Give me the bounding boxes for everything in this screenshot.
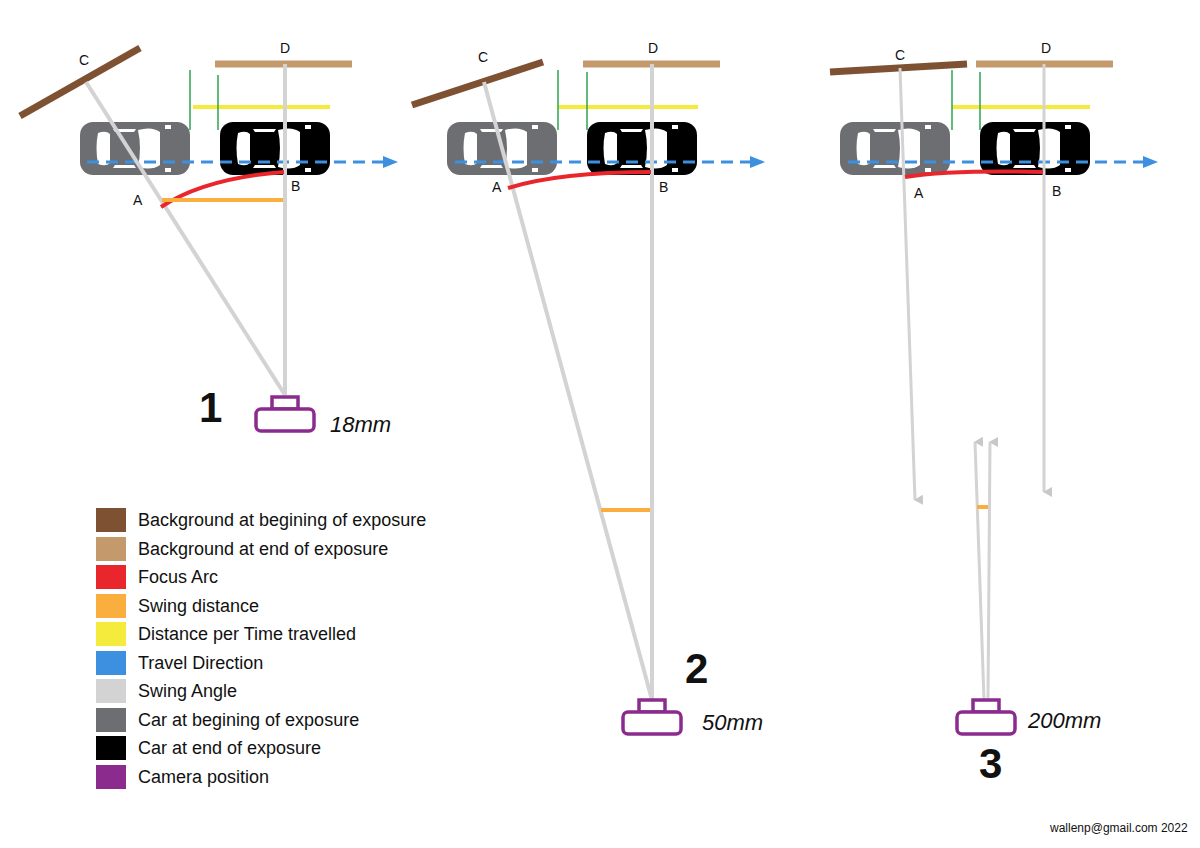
focal-length: 18mm xyxy=(330,414,391,436)
legend-swatch xyxy=(96,508,126,532)
legend-swatch xyxy=(96,565,126,589)
point-letter: A xyxy=(492,180,501,194)
legend-swatch xyxy=(96,679,126,703)
legend-text: Distance per Time travelled xyxy=(138,625,356,643)
watermark: wallenp@gmail.com 2022 xyxy=(1050,822,1188,834)
focal-length: 50mm xyxy=(702,712,763,734)
legend-text: Focus Arc xyxy=(138,568,218,586)
point-letter: B xyxy=(659,180,668,194)
panel-three xyxy=(830,64,1158,734)
point-letter: D xyxy=(280,41,290,55)
legend-text: Car at end of exposure xyxy=(138,739,321,757)
point-letter: A xyxy=(133,193,142,207)
legend-swatch xyxy=(96,736,126,760)
focal-length: 200mm xyxy=(1028,710,1101,732)
legend-swatch xyxy=(96,622,126,646)
legend-swatch xyxy=(96,594,126,618)
legend-text: Background at end of exposure xyxy=(138,540,388,558)
panel-number: 3 xyxy=(979,743,1002,785)
legend-text: Travel Direction xyxy=(138,654,263,672)
panel-two xyxy=(412,62,765,734)
legend-text: Camera position xyxy=(138,768,269,786)
panel-number: 2 xyxy=(685,648,708,690)
point-letter: D xyxy=(1041,41,1051,55)
panel-one xyxy=(20,48,398,431)
point-letter: C xyxy=(895,48,905,62)
legend-text: Swing Angle xyxy=(138,682,237,700)
point-letter: D xyxy=(648,41,658,55)
point-letter: A xyxy=(914,186,923,200)
point-letter: C xyxy=(79,53,89,67)
point-letter: C xyxy=(478,50,488,64)
legend-text: Background at begining of exposure xyxy=(138,511,426,529)
legend-swatch xyxy=(96,651,126,675)
point-letter: B xyxy=(1052,184,1061,198)
point-letter: B xyxy=(291,179,300,193)
legend-swatch xyxy=(96,708,126,732)
legend-swatch xyxy=(96,537,126,561)
legend-text: Car at begining of exposure xyxy=(138,711,359,729)
legend-text: Swing distance xyxy=(138,597,259,615)
panel-number: 1 xyxy=(199,387,222,429)
legend-swatch xyxy=(96,765,126,789)
